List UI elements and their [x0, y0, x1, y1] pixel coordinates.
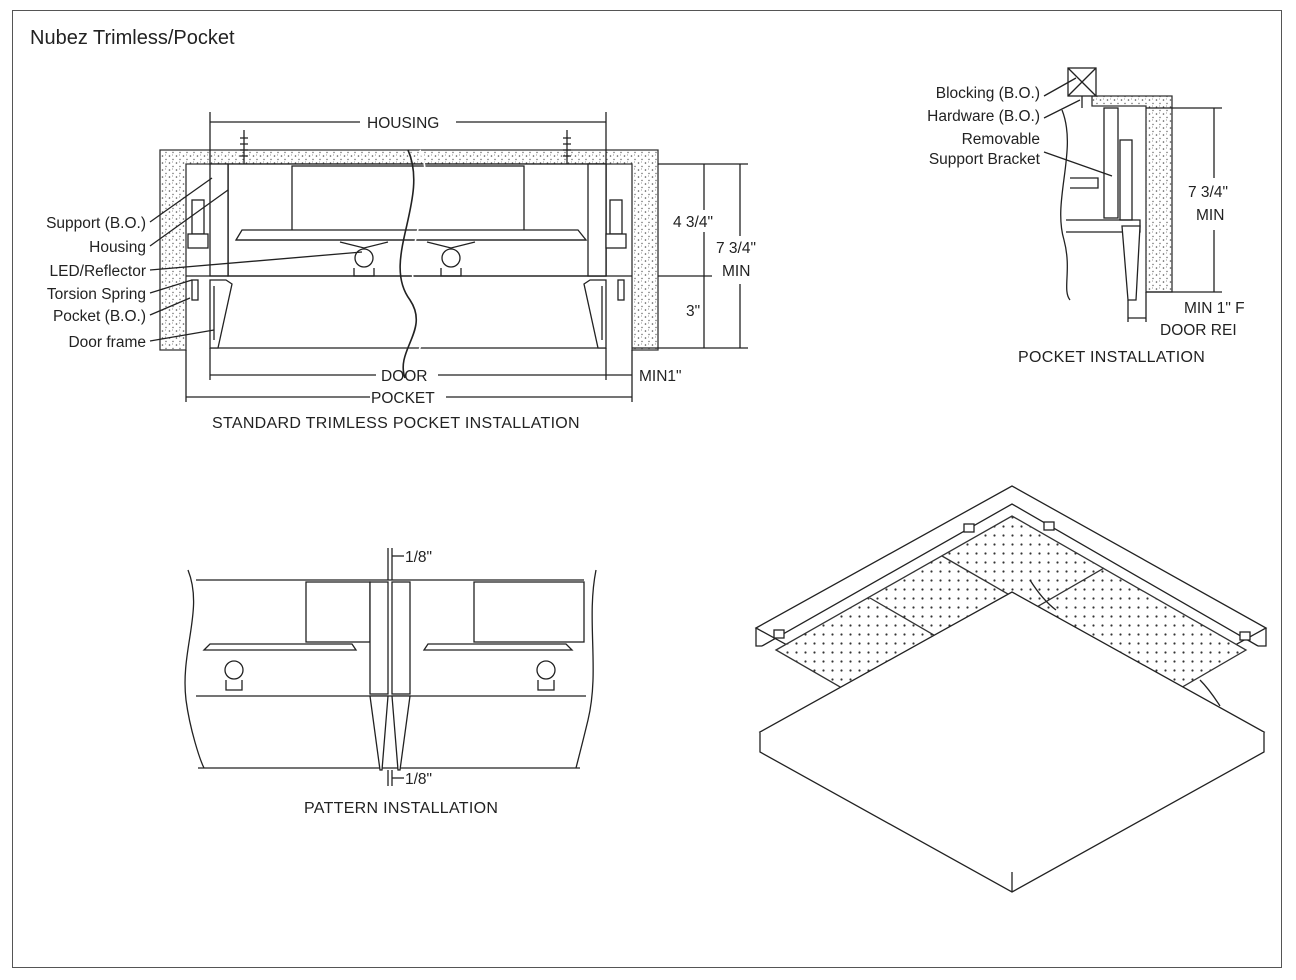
pocket-dim-min1-line2: DOOR REI	[1160, 322, 1237, 339]
callout-torsion-spring: Torsion Spring	[47, 286, 146, 303]
min1-dimension-label: MIN1"	[639, 368, 682, 385]
callout-support-bracket: Support Bracket	[929, 151, 1041, 168]
pattern-installation-view	[184, 548, 597, 786]
callout-led-reflector: LED/Reflector	[50, 263, 146, 280]
pocket-dim-min: MIN	[1196, 207, 1224, 224]
pocket-detail-view	[1043, 67, 1222, 322]
isometric-fixture-view	[754, 485, 1268, 893]
standard-caption: STANDARD TRIMLESS POCKET INSTALLATION	[212, 415, 580, 432]
dim-7-3-4-label: 7 3/4"	[716, 240, 756, 257]
callout-door-frame: Door frame	[68, 334, 146, 351]
housing-dimension-label: HOUSING	[367, 115, 439, 132]
drawing-title: Nubez Trimless/Pocket	[30, 27, 235, 49]
pattern-caption: PATTERN INSTALLATION	[304, 800, 498, 817]
pocket-dim-min1-line1: MIN 1" F	[1184, 300, 1245, 317]
dim-3-label: 3"	[686, 303, 700, 320]
pattern-gap-top: 1/8"	[405, 549, 432, 566]
pocket-dim-7-3-4: 7 3/4"	[1188, 184, 1228, 201]
pocket-detail-labels: Blocking (B.O.) Hardware (B.O.) Removabl…	[927, 85, 1244, 366]
pattern-gap-bottom: 1/8"	[405, 771, 432, 788]
callout-removable: Removable	[962, 131, 1040, 148]
pattern-installation-labels: 1/8" 1/8" PATTERN INSTALLATION	[304, 549, 498, 817]
callout-pocket: Pocket (B.O.)	[53, 308, 146, 325]
pocket-caption: POCKET INSTALLATION	[1018, 349, 1205, 366]
door-dimension-label: DOOR	[381, 368, 428, 385]
callout-housing: Housing	[89, 239, 146, 256]
dim-4-3-4-label: 4 3/4"	[673, 214, 713, 231]
callout-support: Support (B.O.)	[46, 215, 146, 232]
callout-blocking: Blocking (B.O.)	[936, 85, 1040, 102]
drawing-sheet-border	[12, 10, 1282, 968]
callout-hardware: Hardware (B.O.)	[927, 108, 1040, 125]
standard-installation-labels: HOUSING DOOR POCKET MIN1" 4 3/4" 7 3/4" …	[46, 115, 756, 432]
dim-min-label: MIN	[722, 263, 750, 280]
standard-installation-view	[149, 112, 748, 402]
pocket-dimension-label: POCKET	[371, 390, 435, 407]
